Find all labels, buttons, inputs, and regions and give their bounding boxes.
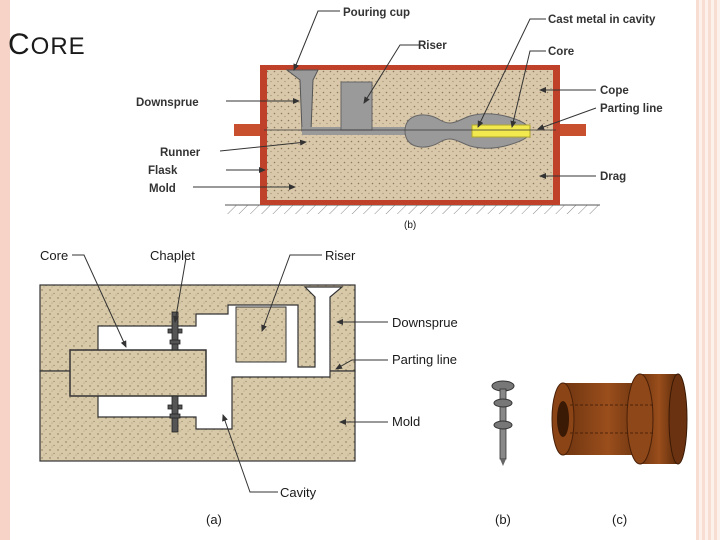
label-fig-a: (a): [206, 512, 222, 527]
label-core-top: Core: [548, 46, 574, 58]
label-core: Core: [40, 248, 68, 263]
right-decor-stripe: [696, 0, 720, 540]
label-riser: Riser: [325, 248, 356, 263]
slide-title: CORE: [8, 28, 86, 62]
label-cast-metal: Cast metal in cavity: [548, 14, 656, 26]
label-chaplet: Chaplet: [150, 248, 195, 263]
left-decor-stripe: [0, 0, 10, 540]
riser-sand-boss: [235, 306, 287, 363]
label-downsprue: Downsprue: [392, 315, 458, 330]
label-pouring-cup: Pouring cup: [343, 7, 410, 19]
label-flask: Flask: [148, 165, 178, 177]
core-block: [69, 349, 207, 397]
flask-pin-right: [556, 124, 586, 136]
sand-mold-diagram: Pouring cup Riser Downsprue Runner Flask…: [136, 7, 663, 231]
label-fig-b: (b): [495, 512, 511, 527]
label-drag: Drag: [600, 171, 626, 183]
label-fig-top: (b): [404, 220, 416, 231]
runner: [302, 127, 412, 135]
label-parting-line-top: Parting line: [600, 103, 663, 115]
label-runner: Runner: [160, 147, 201, 159]
label-parting-line: Parting line: [392, 352, 457, 367]
chaplets: [167, 311, 183, 433]
label-downsprue-top: Downsprue: [136, 97, 199, 109]
chaplet-nail: [491, 380, 515, 466]
slide-title-initial: C: [8, 28, 31, 61]
flask-pin-left: [234, 124, 264, 136]
label-fig-c: (c): [612, 512, 627, 527]
label-mold-top: Mold: [149, 183, 176, 195]
label-cope: Cope: [600, 85, 629, 97]
label-riser-top: Riser: [418, 40, 447, 52]
core-mold-diagram: Core Chaplet Riser Downsprue Parting lin…: [39, 248, 627, 527]
riser: [340, 81, 373, 131]
slide-title-rest: ORE: [30, 33, 86, 60]
ground-hatch: [225, 205, 600, 214]
label-mold: Mold: [392, 414, 420, 429]
label-cavity: Cavity: [280, 485, 317, 500]
core-bushing: [551, 373, 688, 465]
core: [471, 124, 531, 138]
